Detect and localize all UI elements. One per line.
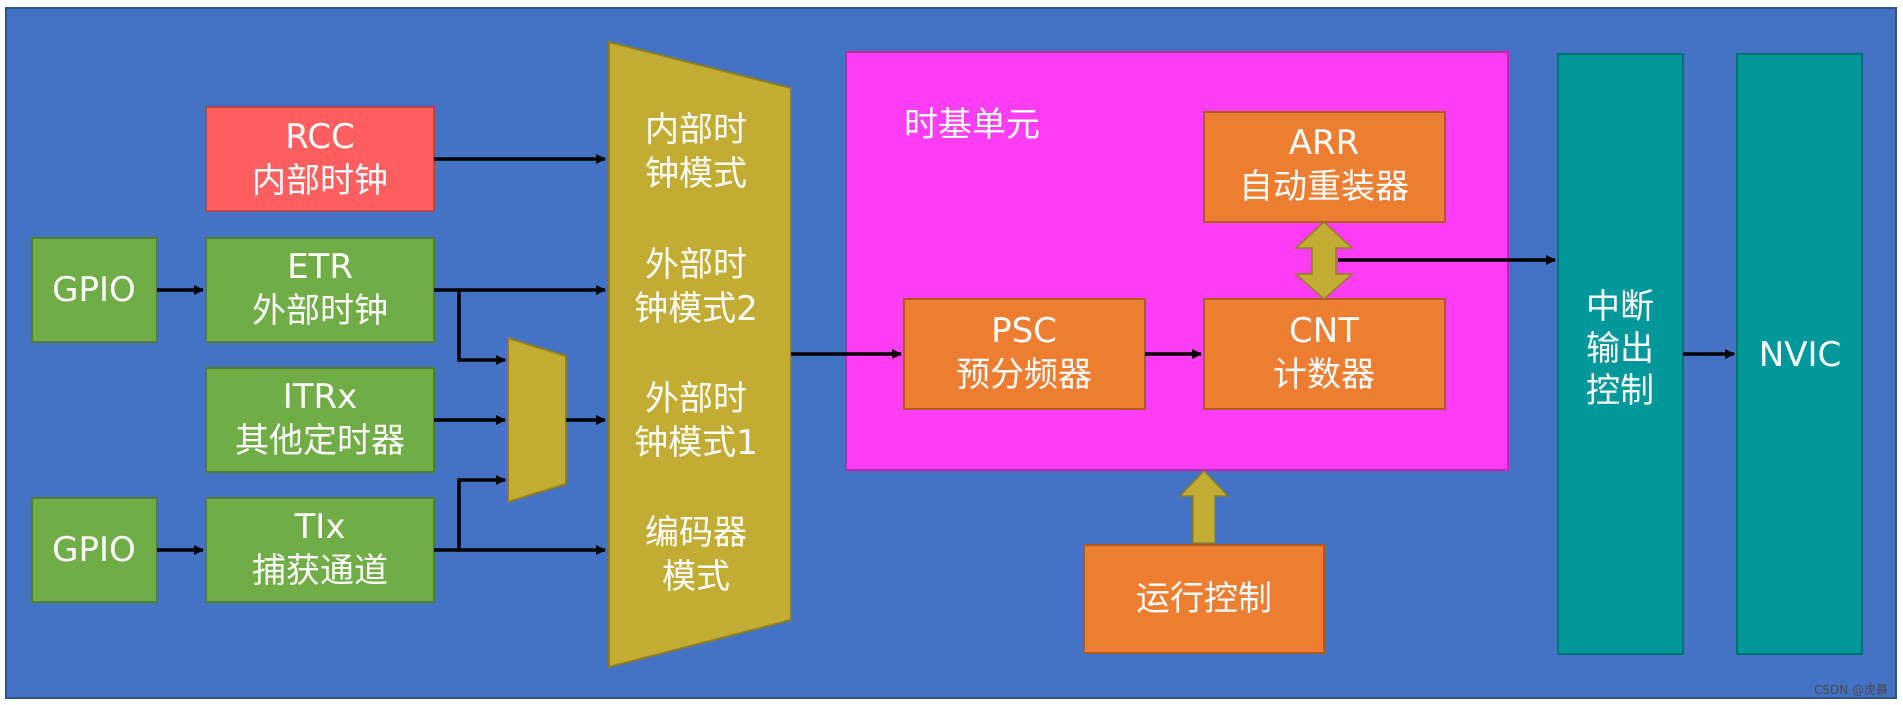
rcc-label: RCC	[285, 117, 354, 157]
psc-sublabel: 预分频器	[956, 355, 1092, 395]
interrupt-line2: 输出	[1586, 329, 1654, 369]
interrupt-line3: 控制	[1586, 371, 1654, 411]
psc-label: PSC	[991, 311, 1057, 351]
tix-label: TIx	[294, 507, 346, 547]
rcc-sublabel: 内部时钟	[252, 161, 388, 201]
arr-auto-reload-block: ARR 自动重装器	[1203, 111, 1446, 223]
rcc-internal-clock-block: RCC 内部时钟	[205, 106, 435, 212]
mode-external2-line1: 外部时	[645, 245, 747, 285]
arrow-tix-to-mux	[457, 475, 506, 550]
mode-internal: 内部时 钟模式	[645, 110, 747, 194]
gpio-block-1: GPIO	[31, 237, 158, 343]
cnt-counter-block: CNT 计数器	[1203, 298, 1446, 410]
mode-internal-line1: 内部时	[645, 110, 747, 150]
arrow-etr-to-mux	[457, 290, 506, 365]
etr-external-clock-block: ETR 外部时钟	[205, 237, 435, 343]
run-control-label: 运行控制	[1136, 579, 1272, 619]
cnt-label: CNT	[1289, 311, 1359, 351]
mode-external2-line2: 钟模式2	[634, 289, 758, 329]
etr-sublabel: 外部时钟	[252, 291, 388, 331]
cnt-sublabel: 计数器	[1273, 355, 1375, 395]
mode-encoder: 编码器 模式	[645, 513, 747, 597]
tix-capture-channel-block: TIx 捕获通道	[205, 497, 435, 603]
mode-encoder-line1: 编码器	[645, 513, 747, 553]
tix-sublabel: 捕获通道	[252, 551, 388, 591]
mode-external-2: 外部时 钟模式2	[634, 245, 758, 329]
clock-mode-selector	[608, 40, 792, 669]
gpio-1-label: GPIO	[52, 270, 136, 310]
nvic-block: NVIC	[1736, 53, 1863, 655]
mode-external1-line2: 钟模式1	[634, 423, 758, 463]
connector-arrows	[157, 154, 1735, 555]
itrx-other-timer-block: ITRx 其他定时器	[205, 367, 435, 473]
small-multiplexer	[507, 336, 567, 504]
interrupt-line1: 中断	[1586, 287, 1654, 327]
interrupt-output-control-block: 中断 输出 控制	[1557, 53, 1684, 655]
gpio-block-2: GPIO	[31, 497, 158, 603]
psc-prescaler-block: PSC 预分频器	[903, 298, 1146, 410]
arr-sublabel: 自动重装器	[1239, 167, 1409, 207]
itrx-label: ITRx	[283, 377, 358, 417]
mode-external-1: 外部时 钟模式1	[634, 379, 758, 463]
run-control-block: 运行控制	[1083, 544, 1325, 654]
mode-internal-line2: 钟模式	[645, 154, 747, 194]
arr-label: ARR	[1289, 123, 1360, 163]
nvic-label: NVIC	[1759, 335, 1841, 375]
itrx-sublabel: 其他定时器	[235, 421, 405, 461]
mode-encoder-line2: 模式	[662, 557, 730, 597]
gpio-2-label: GPIO	[52, 530, 136, 570]
run-control-up-arrow	[1178, 469, 1230, 544]
time-base-title: 时基单元	[904, 105, 1040, 145]
mode-external1-line1: 外部时	[645, 379, 747, 419]
arr-cnt-double-arrow	[1294, 220, 1354, 301]
etr-label: ETR	[287, 247, 353, 287]
watermark-text: CSDN @虎慕	[1814, 683, 1888, 697]
